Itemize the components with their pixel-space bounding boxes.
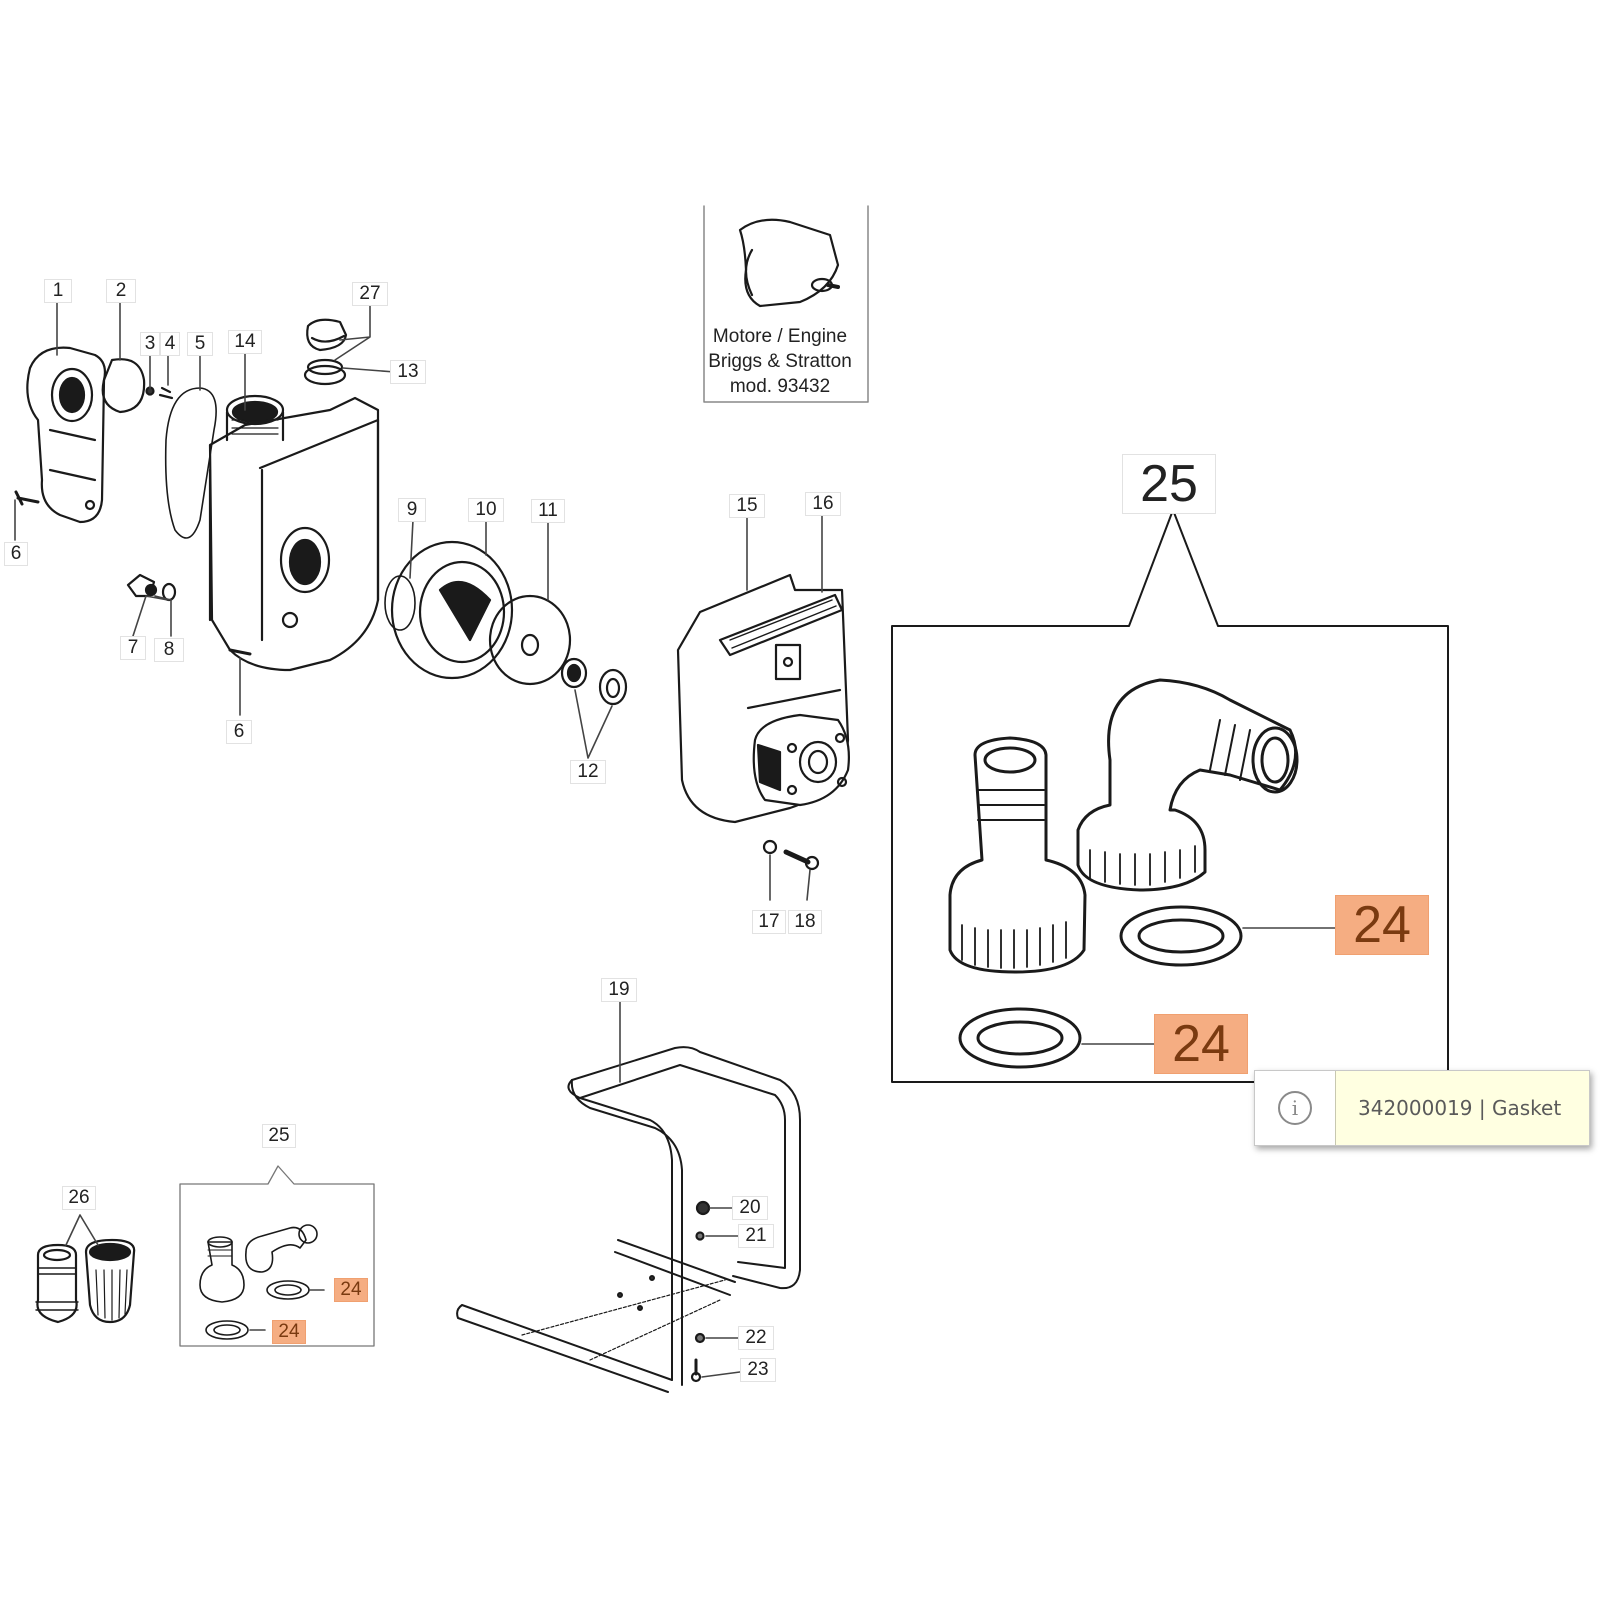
callout-6-upper[interactable]: 6 (4, 542, 28, 566)
part-5-gasket (164, 387, 217, 539)
callout-14[interactable]: 14 (228, 330, 262, 354)
engine-note-line1: Motore / Engine (712, 326, 848, 347)
callout-20[interactable]: 20 (732, 1196, 768, 1220)
callout-11[interactable]: 11 (531, 499, 565, 523)
engine-note-line2: Briggs & Stratton (708, 351, 852, 372)
callout-27[interactable]: 27 (352, 282, 388, 306)
callout-8[interactable]: 8 (154, 638, 184, 662)
callout-25-small[interactable]: 25 (262, 1124, 296, 1148)
callout-3[interactable]: 3 (140, 332, 160, 356)
callout-26[interactable]: 26 (62, 1186, 96, 1210)
part-10-volute (390, 540, 514, 680)
small-inset-fittings (199, 1224, 318, 1340)
small-inset-25 (179, 1165, 375, 1347)
callout-23[interactable]: 23 (740, 1358, 776, 1382)
part-27-cap (306, 318, 348, 352)
callout-5[interactable]: 5 (187, 332, 213, 356)
part-19-frame (456, 1046, 801, 1393)
part-13-oring (306, 358, 344, 376)
part-2-plate (101, 358, 146, 414)
part-26-fittings (35, 1238, 136, 1324)
callout-24-small-lower[interactable]: 24 (272, 1320, 306, 1344)
callout-9[interactable]: 9 (398, 498, 426, 522)
callout-24-small-upper[interactable]: 24 (334, 1278, 368, 1302)
tooltip-text: 342000019 | Gasket (1358, 1096, 1562, 1120)
callout-7[interactable]: 7 (120, 636, 146, 660)
callout-2[interactable]: 2 (106, 279, 136, 303)
large-inset-fittings (948, 678, 1299, 1069)
callout-6-lower[interactable]: 6 (226, 720, 252, 744)
callout-10[interactable]: 10 (468, 498, 504, 522)
callout-12[interactable]: 12 (570, 760, 606, 784)
engine-note-line3: mod. 93432 (729, 376, 831, 397)
callout-21[interactable]: 21 (738, 1224, 774, 1248)
engine-inset-frame (703, 205, 869, 403)
callout-17[interactable]: 17 (752, 910, 786, 934)
callout-25-large[interactable]: 25 (1122, 454, 1216, 514)
callout-13[interactable]: 13 (390, 360, 426, 384)
large-inset-25 (891, 509, 1449, 1083)
callout-18[interactable]: 18 (788, 910, 822, 934)
part-tooltip: i 342000019 | Gasket (1254, 1070, 1590, 1146)
callout-4[interactable]: 4 (160, 332, 180, 356)
callout-24-large-lower[interactable]: 24 (1154, 1014, 1248, 1074)
part-1-flange-cover (26, 346, 107, 524)
part-15-housing (676, 573, 850, 824)
tooltip-icon-cell: i (1255, 1071, 1336, 1145)
callout-19[interactable]: 19 (601, 978, 637, 1002)
callout-16[interactable]: 16 (805, 492, 841, 516)
callout-24-large-upper[interactable]: 24 (1335, 895, 1429, 955)
leader-lines (14, 301, 1340, 1378)
part-9-oring (384, 575, 416, 631)
callout-1[interactable]: 1 (44, 279, 72, 303)
part-14-pump-body (208, 364, 380, 672)
engine-note: Motore / Engine Briggs & Stratton mod. 9… (700, 324, 860, 399)
callout-22[interactable]: 22 (738, 1326, 774, 1350)
info-icon: i (1278, 1091, 1312, 1125)
part-11-impeller (488, 594, 572, 686)
callout-15[interactable]: 15 (729, 494, 765, 518)
